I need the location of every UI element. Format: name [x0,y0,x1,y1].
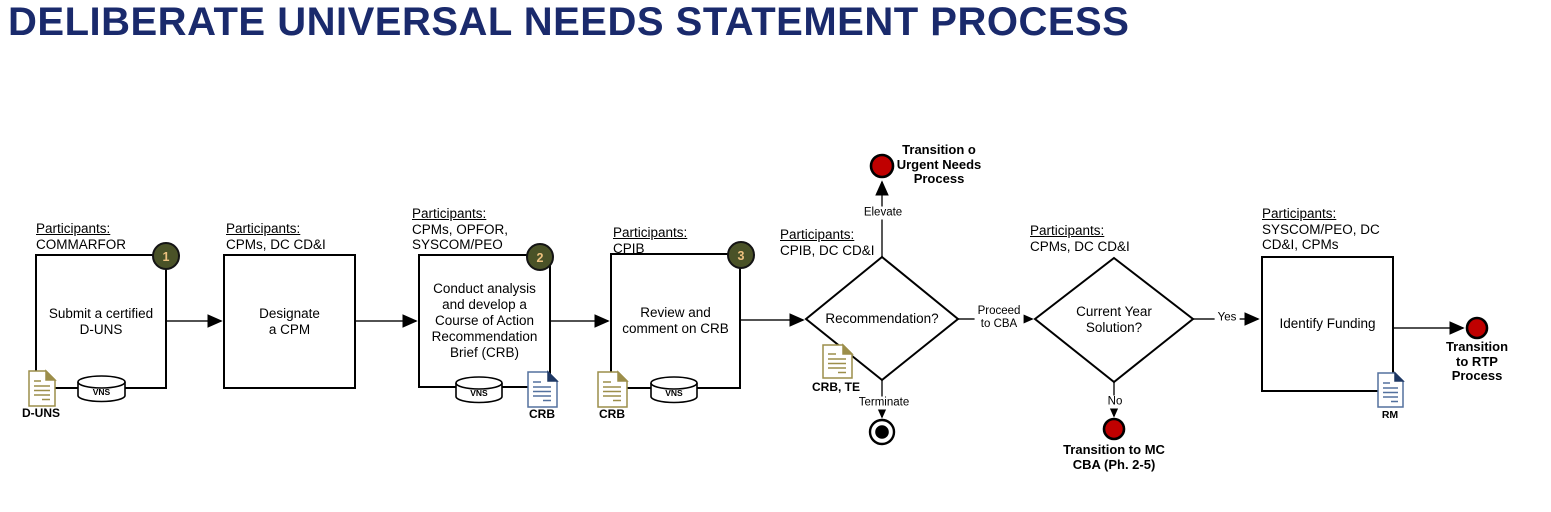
process-label-step4: Review and comment on CRB [622,305,729,336]
participants-label: Participants: [1030,223,1105,238]
participants-decision1: Participants: CPIB, DC CD&I [780,227,875,258]
step-badge-number-2: 2 [537,251,544,265]
datastore-vns-step3 [455,376,503,404]
participants-label: Participants: [226,221,301,236]
step-badge-number-1: 1 [163,250,170,264]
process-label-step5: Identify Funding [1279,316,1376,331]
datastore-cylinders [77,375,698,404]
participants-names: CPMs, OPFOR, SYSCOM/PEO [412,221,509,253]
terminal-label-rtp: Transition to RTP Process [1445,339,1509,383]
terminal-label-urgent-needs: Transition o Urgent Needs Process [896,142,982,186]
end-node-bullseye [868,418,896,446]
step-badge-circle-3 [727,241,755,269]
participants-step1: Participants: COMMARFOR [36,221,126,252]
page-title: DELIBERATE UNIVERSAL NEEDS STATEMENT PRO… [8,0,1130,44]
decision-label-recommendation: Recommendation? [825,310,939,326]
process-label-step2: Designate a CPM [259,305,320,337]
datastore-vns-step4 [650,376,698,404]
participants-step2: Participants: CPMs, DC CD&I [226,221,326,252]
participants-label: Participants: [412,206,487,221]
participants-step4: Participants: CPIB [613,225,687,256]
document-label-crb-te: CRB, TE [812,380,860,394]
terminal-node-mc-cba [1102,417,1126,441]
datastore-label-2: VNS [470,388,488,398]
participants-label: Participants: [1262,206,1337,221]
document-icons [28,343,1405,408]
document-icon-crb-blue [527,370,559,408]
edge-label-terminate: Terminate [855,396,913,410]
datastore-vns-step1 [77,375,126,403]
participants-decision2: Participants: CPMs, DC CD&I [1030,223,1130,254]
process-box-step5 [1261,256,1394,392]
participants-names: COMMARFOR [36,236,126,252]
document-label-crb-tan: CRB [599,407,625,421]
document-icon-crb-te [822,343,854,379]
process-box-step4 [610,253,741,389]
datastore-label-1: VNS [93,387,111,397]
edge-label-elevate: Elevate [860,206,906,220]
edge-label-yes: Yes [1214,311,1240,325]
step-badge-circle-1 [152,242,180,270]
participants-names: CPIB, DC CD&I [780,242,875,258]
terminal-node-rtp [1465,316,1489,340]
participants-names: SYSCOM/PEO, DC CD&I, CPMs [1262,221,1380,253]
document-label-rm: RM [1381,409,1399,421]
terminal-node-urgent-needs [869,153,895,179]
process-label-step1: Submit a certified D-UNS [48,305,154,337]
process-box-step2 [223,254,356,389]
participants-label: Participants: [780,227,855,242]
participants-names: CPMs, DC CD&I [226,236,326,252]
participants-names: CPMs, DC CD&I [1030,238,1130,254]
document-icon-rm [1377,371,1405,408]
document-label-duns: D-UNS [22,406,60,420]
participants-label: Participants: [613,225,688,240]
document-icon-crb-tan [597,370,629,408]
participants-step5: Participants: SYSCOM/PEO, DC CD&I, CPMs [1262,206,1380,253]
step-badge-number-3: 3 [738,249,745,263]
datastore-label-3: VNS [665,388,683,398]
document-label-crb-blue: CRB [529,407,555,421]
edge-label-no: No [1104,395,1126,409]
participants-step3: Participants: CPMs, OPFOR, SYSCOM/PEO [412,206,508,253]
decision-diamond-current-year [1033,256,1195,384]
decision-label-current-year: Current Year Solution? [1076,304,1152,335]
terminal-label-mc-cba: Transition to MC CBA (Ph. 2-5) [1063,442,1165,472]
process-label-step3: Conduct analysis and develop a Course of… [431,281,538,360]
edge-label-proceed-to-cba: Proceed to CBA [974,305,1024,331]
document-icon-duns [28,369,57,407]
process-box-step1 [35,254,167,389]
participants-names: CPIB [613,240,645,256]
step-badges: 1 2 3 [152,241,755,271]
participants-label: Participants: [36,221,111,236]
step-badge-circle-2 [526,243,554,271]
